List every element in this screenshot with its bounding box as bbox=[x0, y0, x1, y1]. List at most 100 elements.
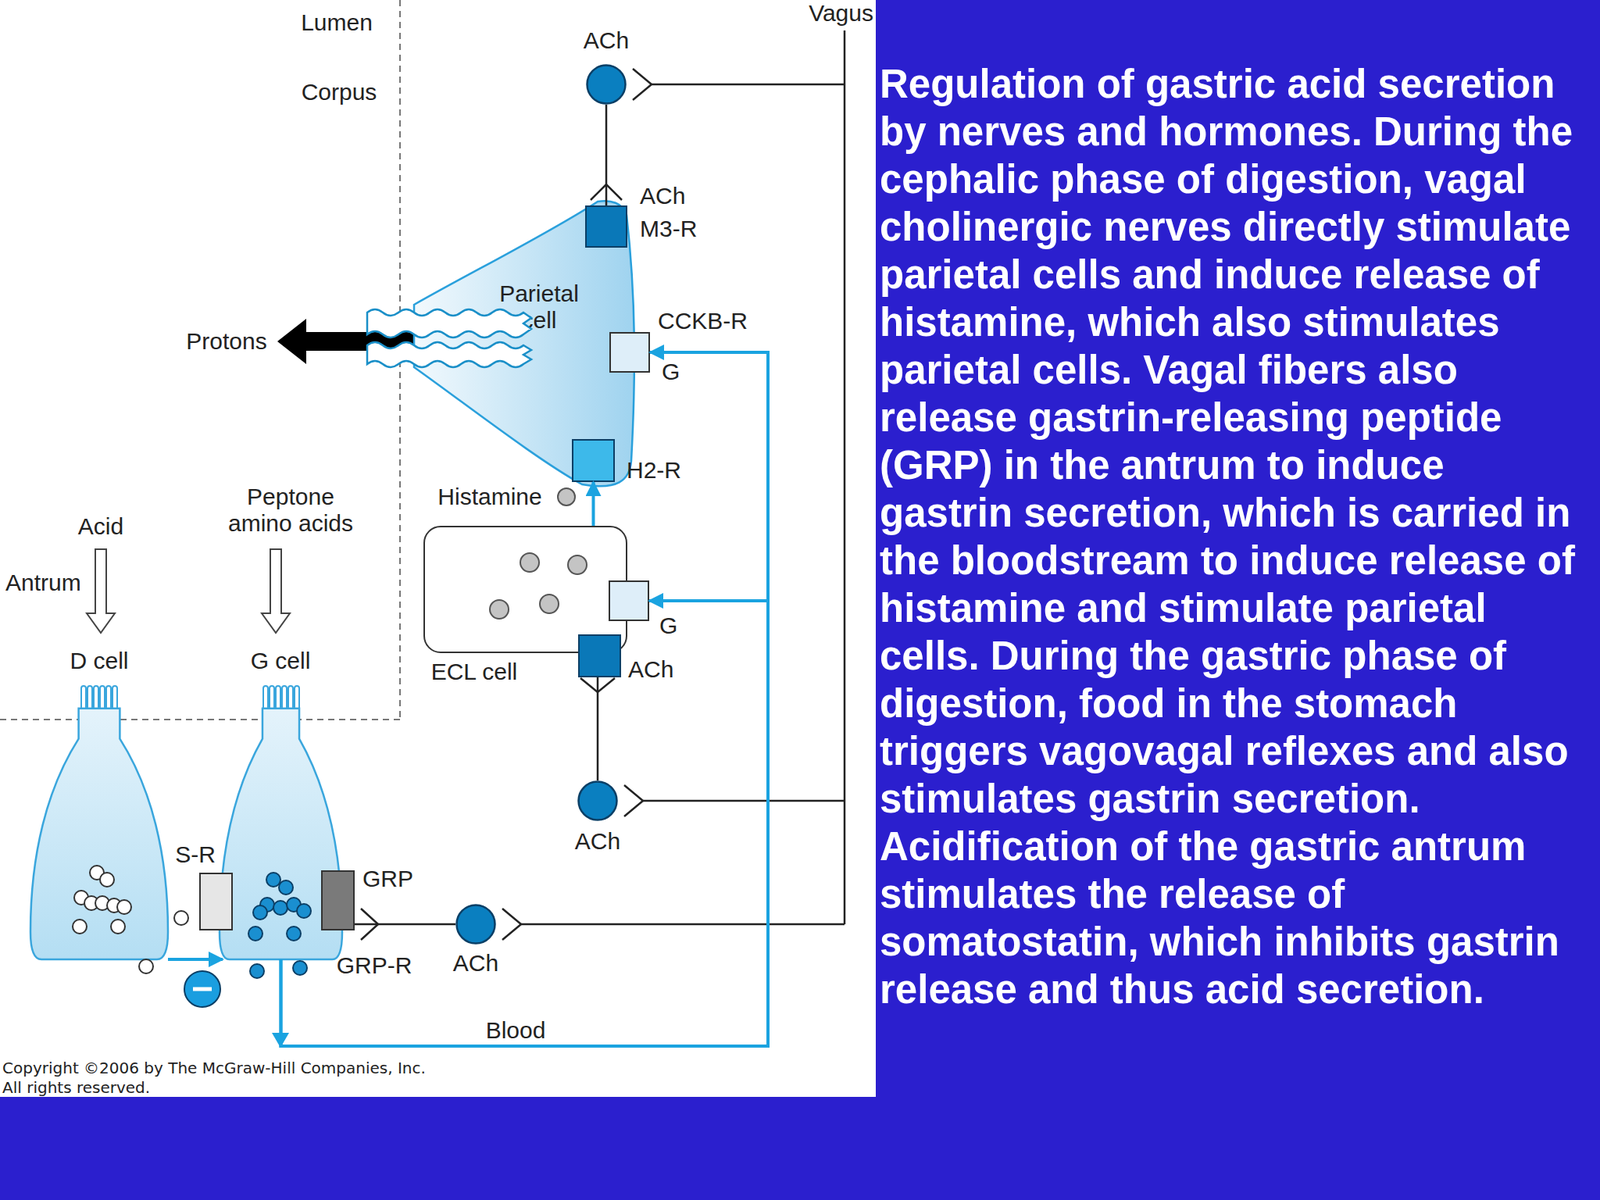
ach-receptor-label: ACh bbox=[628, 656, 683, 683]
canaliculus bbox=[367, 309, 532, 368]
gastrin-granule bbox=[296, 903, 311, 918]
histamine-granule bbox=[489, 600, 509, 619]
canaliculus bbox=[367, 309, 532, 338]
ach-receptor: ACh bbox=[578, 634, 622, 678]
d-cell: D cell bbox=[30, 683, 168, 960]
gastrin-granule bbox=[286, 926, 301, 941]
histamine-arrow-label: Histamine bbox=[435, 483, 545, 511]
vagal-neuron: ACh bbox=[585, 64, 627, 105]
figure-caption: Regulation of gastric acid secretion by … bbox=[879, 60, 1587, 1014]
vagal-neuron-shape bbox=[578, 782, 618, 821]
cckb-receptor-label: CCKB-R bbox=[657, 307, 752, 335]
vagal-neuron: ACh bbox=[455, 903, 497, 945]
synapse-terminal bbox=[632, 68, 652, 100]
inhibition-symbol bbox=[192, 987, 212, 992]
ecl-cell-label: ECL cell bbox=[427, 658, 522, 686]
vagal-neuron-outline bbox=[577, 780, 618, 822]
gastrin-granule bbox=[273, 900, 288, 915]
region-label: Lumen bbox=[297, 9, 376, 36]
g-cell-label: G cell bbox=[233, 647, 328, 675]
somatostatin-receptor-label: S-R bbox=[171, 841, 219, 868]
inhibition-symbol bbox=[184, 971, 221, 1008]
blood-route bbox=[281, 600, 769, 1047]
d-cell-outline bbox=[30, 683, 168, 960]
g-receptor-label: G bbox=[659, 612, 683, 640]
vagus-nerve bbox=[521, 923, 845, 926]
m3-receptor-label: ACh bbox=[639, 182, 695, 210]
g-cell: G cellS-RGRPGRP-R bbox=[219, 683, 343, 960]
compartment-divider bbox=[0, 0, 400, 720]
histamine-granule bbox=[520, 553, 540, 572]
somatostatin-arrow bbox=[167, 957, 223, 961]
cckb-receptor: CCKB-RG bbox=[609, 332, 650, 373]
copyright-note: All rights reserved. bbox=[2, 1078, 237, 1097]
copyright-note: Copyright ©2006 by The McGraw-Hill Compa… bbox=[2, 1058, 550, 1078]
m3-receptor: AChM3-R bbox=[585, 205, 628, 248]
inhibition-symbol bbox=[184, 971, 221, 1008]
somatostatin-granule bbox=[174, 910, 189, 925]
microvilli bbox=[81, 685, 118, 709]
nerve-fiber bbox=[605, 104, 608, 206]
canaliculus bbox=[367, 342, 532, 368]
vagal-neuron-shape bbox=[457, 905, 496, 944]
vagal-neuron-outline bbox=[455, 903, 497, 945]
gastrin-granule bbox=[292, 960, 308, 975]
histamine-granule bbox=[567, 555, 587, 575]
somatostatin-granule bbox=[117, 900, 132, 915]
vagus-nerve bbox=[651, 83, 845, 86]
d-cell-label: D cell bbox=[52, 647, 147, 675]
vagal-neuron-shape bbox=[587, 65, 626, 104]
g-receptor: G bbox=[608, 580, 650, 622]
grp-receptor-label: GRP bbox=[362, 865, 418, 893]
gastrin-granule bbox=[248, 926, 263, 941]
vagal-neuron-outline bbox=[585, 64, 627, 105]
nerve-fiber bbox=[596, 677, 600, 781]
blood-route-label: Blood bbox=[476, 1017, 555, 1044]
somatostatin-granule bbox=[100, 872, 115, 887]
somatostatin-granule bbox=[139, 959, 154, 974]
vagal-neuron: ACh bbox=[577, 780, 618, 822]
gastrin-granule bbox=[266, 872, 281, 887]
histamine-arrow bbox=[592, 482, 596, 526]
d-cell-shape bbox=[30, 708, 168, 960]
vagal-neuron-label: ACh bbox=[566, 828, 629, 855]
gastrin-granule bbox=[253, 905, 268, 920]
nerve-label: Vagus bbox=[804, 0, 874, 27]
microvilli bbox=[263, 685, 300, 709]
h2-receptor-label: H2-R bbox=[626, 457, 697, 484]
cckb-receptor-label: G bbox=[661, 358, 686, 386]
stimulus-label: Peptone amino acids bbox=[221, 483, 360, 537]
histamine-granule bbox=[539, 594, 559, 614]
somatostatin-granule bbox=[72, 865, 189, 974]
stimulus-label: Acid bbox=[69, 513, 133, 540]
grp-receptor-label: GRP-R bbox=[335, 952, 414, 979]
compartment-divider bbox=[0, 718, 400, 721]
vagal-neuron-label: ACh bbox=[575, 27, 638, 54]
region-label: Antrum bbox=[5, 569, 100, 597]
synapse-terminal bbox=[360, 68, 652, 940]
vagus-nerve bbox=[843, 30, 847, 925]
synapse-terminal bbox=[502, 908, 522, 940]
somatostatin-granule bbox=[110, 919, 125, 934]
somatostatin-granule bbox=[72, 919, 87, 934]
vagus-nerve bbox=[642, 800, 845, 803]
histamine-granule bbox=[557, 488, 575, 506]
nerve-fiber bbox=[354, 923, 456, 926]
h2-receptor: H2-R bbox=[571, 439, 615, 483]
ecl-cell: ECL cellGACh bbox=[423, 525, 628, 654]
somatostatin-receptor: S-R bbox=[199, 872, 233, 931]
synapse-terminal bbox=[624, 785, 643, 817]
grp-receptor: GRPGRP-R bbox=[321, 870, 355, 931]
luminal-stimulus-arrow bbox=[261, 549, 290, 633]
region-label: Corpus bbox=[292, 78, 386, 106]
parietal-cell-shape bbox=[414, 200, 635, 486]
vagal-neuron-label: ACh bbox=[444, 950, 508, 977]
microvilli bbox=[81, 685, 300, 709]
product-label: Protons bbox=[179, 328, 274, 355]
m3-receptor-label: M3-R bbox=[639, 215, 711, 243]
gastrin-granule bbox=[278, 880, 293, 895]
gastrin-granule bbox=[250, 964, 265, 979]
luminal-stimulus-arrow bbox=[86, 549, 290, 633]
